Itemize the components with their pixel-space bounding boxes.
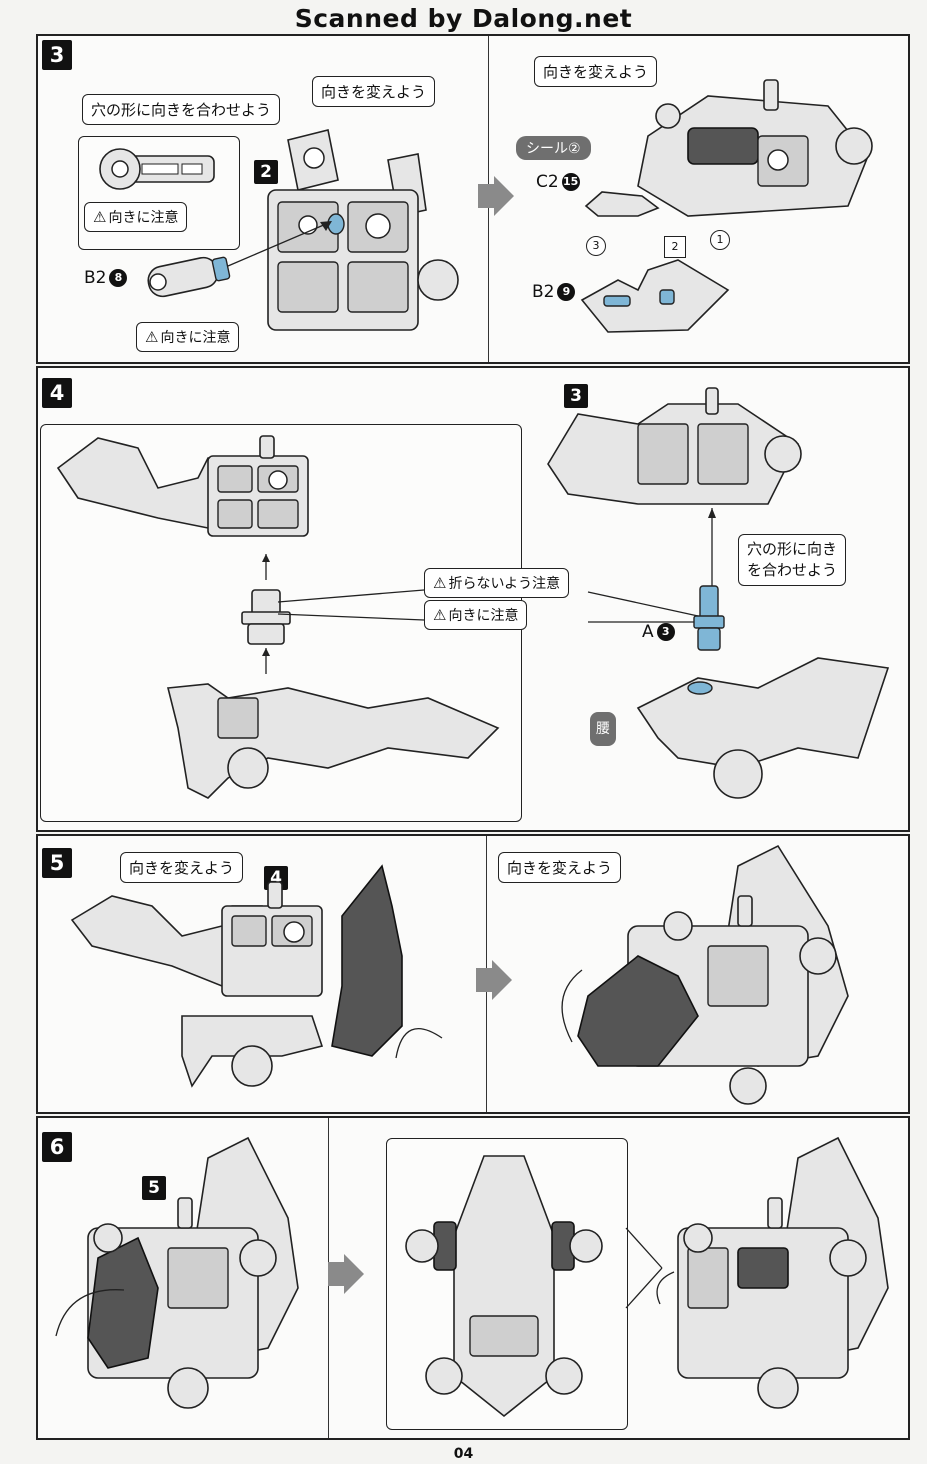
- ref-step-3: 3: [564, 384, 588, 408]
- rotate-arrow-right: [656, 1271, 675, 1305]
- step-5-panel: 5 向きを変えよう 4 向きを変えよう: [36, 834, 910, 1114]
- part-a-3-drawing: [693, 585, 725, 651]
- insert-arrow: [708, 508, 716, 594]
- callout-change-direction-left: 向きを変えよう: [120, 852, 244, 883]
- order-marker-1: 1: [710, 230, 730, 250]
- rotate-arrow: [55, 1289, 125, 1337]
- order-marker-2: 2: [664, 236, 686, 258]
- callout-change-direction-right: 向きを変えよう: [498, 852, 622, 883]
- part-topview-drawing: [99, 148, 215, 190]
- part-b2-8-drawing: [147, 256, 231, 298]
- next-arrow-icon: [328, 1254, 364, 1294]
- sticker-label: シール②: [516, 136, 591, 160]
- warning-direction-bottom: ⚠向きに注意: [136, 322, 240, 352]
- step-number: 6: [42, 1132, 72, 1162]
- step6-left-drawing: [87, 1136, 299, 1409]
- step-4-panel: 4 ⚠折らないよう注意 ⚠向きに注意 3: [36, 366, 910, 832]
- step4-ref-assembly-drawing: [547, 387, 802, 505]
- part-c2-drawing: [584, 191, 660, 217]
- watermark: Scanned by Dalong.net: [294, 4, 633, 33]
- callout-change-direction: 向きを変えよう: [312, 76, 436, 107]
- warning-triangle-icon: ⚠: [433, 574, 447, 592]
- rotate-arrow: [395, 1028, 443, 1059]
- zoom-pointer: [625, 1227, 663, 1309]
- page-number: 04: [453, 1446, 474, 1462]
- next-arrow-icon: [478, 176, 514, 216]
- warning-triangle-icon: ⚠: [433, 606, 447, 624]
- warning-triangle-icon: ⚠: [145, 328, 159, 346]
- step4-upper-drawing: [56, 435, 309, 537]
- order-marker-3: 3: [586, 236, 606, 256]
- callout-change-direction-right: 向きを変えよう: [534, 56, 658, 87]
- step-number: 5: [42, 848, 72, 878]
- step3-assembly-drawing: [267, 129, 459, 331]
- warning-direction-top: ⚠向きに注意: [84, 202, 188, 232]
- ref-step-2: 2: [254, 160, 278, 184]
- rotate-arrow-right: [561, 969, 583, 1043]
- warning-triangle-icon: ⚠: [93, 208, 107, 226]
- next-arrow-icon: [476, 960, 512, 1000]
- step6-front-view-drawing: [405, 1155, 603, 1418]
- ref-step-5: 5: [142, 1176, 166, 1200]
- step-3-panel: 3 穴の形に向きを合わせよう 向きを変えよう ⚠向きに注意 2: [36, 34, 910, 364]
- callout-hole-shape: 穴の形に向き を合わせよう: [738, 534, 847, 586]
- assembly-arrow-line: [227, 221, 332, 267]
- step6-right-drawing: [677, 1136, 889, 1409]
- callout-hole-shape: 穴の形に向きを合わせよう: [82, 94, 281, 125]
- step4-joint-drawing: [241, 554, 291, 674]
- step-6-panel: 6 5: [36, 1116, 910, 1440]
- part-b2-9-drawing: [580, 259, 730, 333]
- warning-direction: ⚠向きに注意: [424, 600, 528, 630]
- step5-left-drawing: [70, 864, 403, 1088]
- waist-label: 腰: [590, 712, 616, 746]
- warning-do-not-fold: ⚠折らないよう注意: [424, 568, 570, 598]
- step3-rotated-assembly-drawing: [637, 79, 873, 217]
- step4-lower-drawing: [166, 683, 500, 799]
- step-number: 3: [42, 40, 72, 70]
- step-number: 4: [42, 378, 72, 408]
- step5-right-drawing: [577, 844, 849, 1105]
- callout-lines: [277, 589, 699, 623]
- waist-part-drawing: [636, 657, 890, 799]
